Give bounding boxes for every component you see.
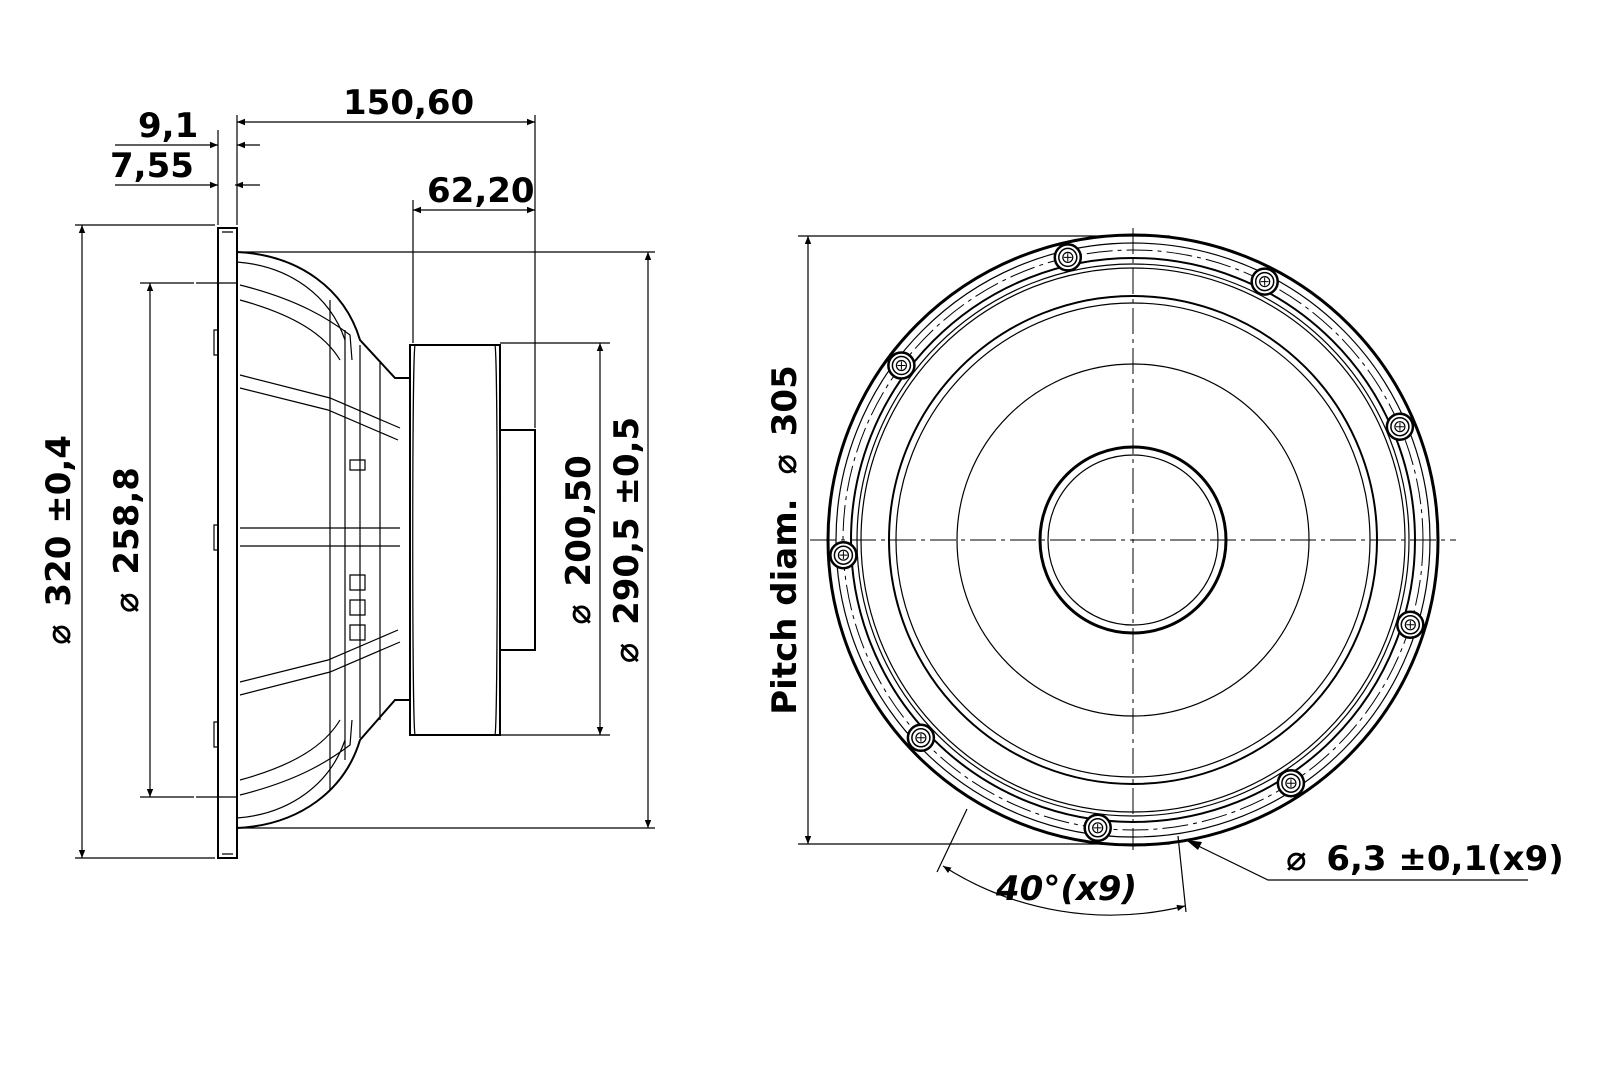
dim-flange-front: 7,55	[110, 146, 194, 186]
mounting-hole	[1083, 813, 1112, 843]
mounting-hole	[906, 723, 936, 753]
side-cone-surround	[196, 282, 237, 798]
side-extension-lines	[75, 115, 655, 859]
pitch-diameter-value: 305	[765, 365, 805, 436]
mounting-hole	[1053, 243, 1083, 272]
angle-label: 40°(x9)	[995, 869, 1137, 909]
diameter-symbol: ⌀	[607, 643, 647, 663]
svg-text:⌀ 200,50: ⌀ 200,50	[559, 455, 599, 625]
mounting-hole	[887, 351, 916, 380]
diameter-symbol: ⌀	[1286, 839, 1306, 879]
diameter-symbol: ⌀	[765, 454, 805, 474]
mounting-hole	[1276, 768, 1306, 798]
dim-baffle-cutout: 258,8	[107, 467, 147, 575]
dim-outer-diameter: 320 ±0,4	[39, 435, 79, 607]
mounting-hole	[829, 540, 858, 570]
mounting-holes	[829, 243, 1425, 843]
mounting-hole	[1250, 267, 1279, 296]
side-magnet	[409, 344, 536, 736]
dim-magnet-depth: 62,20	[427, 171, 535, 211]
svg-text:⌀ 258,8: ⌀ 258,8	[107, 467, 147, 613]
mounting-hole	[1385, 412, 1415, 441]
mounting-hole	[1396, 610, 1425, 640]
svg-text:⌀ 290,5 ±0,5: ⌀ 290,5 ±0,5	[607, 417, 647, 663]
side-flange	[213, 227, 238, 859]
diameter-symbol: ⌀	[39, 624, 79, 644]
svg-text:⌀ 320 ±0,4: ⌀ 320 ±0,4	[39, 435, 79, 645]
dim-overall-depth: 150,60	[343, 83, 474, 123]
dim-magnet-diameter: 200,50	[559, 455, 599, 586]
hole-diameter-label: ⌀ 6,3 ±0,1(x9)	[1286, 839, 1564, 879]
front-view: Pitch diam. ⌀ 305 40°(x9) ⌀ 6,3 ±0,1(x9)	[765, 228, 1564, 916]
side-dimension-lines	[78, 118, 652, 858]
side-basket	[236, 251, 411, 829]
diameter-symbol: ⌀	[559, 604, 599, 624]
diameter-symbol: ⌀	[107, 592, 147, 612]
dim-flange-thickness: 9,1	[138, 106, 198, 146]
svg-text:Pitch diam. ⌀: Pitch diam. ⌀ 305	[765, 365, 805, 714]
dim-frame-diameter: 290,5 ±0,5	[607, 417, 647, 625]
side-view: 150,60 9,1 7,55 62,20 ⌀ 320 ±0,4 ⌀ 258,8…	[39, 83, 655, 859]
pitch-diameter-label: Pitch diam.	[765, 498, 805, 714]
hole-diameter-value: 6,3 ±0,1(x9)	[1326, 839, 1563, 879]
